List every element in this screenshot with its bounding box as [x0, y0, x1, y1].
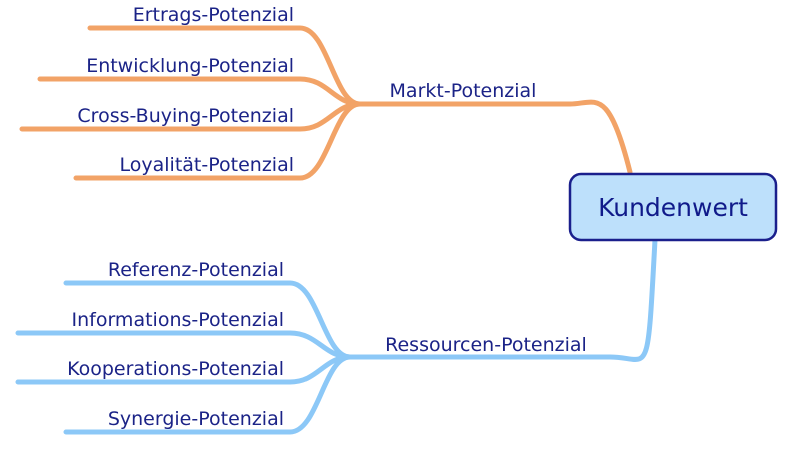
connector-lines [15, 25, 658, 435]
node-label-loyalitaet: Loyalität-Potenzial [120, 154, 294, 176]
node-label-entwicklung: Entwicklung-Potenzial [86, 55, 294, 77]
node-label-ertrags: Ertrags-Potenzial [133, 4, 294, 26]
child-connector-loyalitaet [73, 101, 363, 181]
node-label-kooperations: Kooperations-Potenzial [67, 358, 284, 380]
child-connector-entwicklung [37, 76, 363, 107]
branch-connector-ressourcen [347, 237, 658, 362]
child-connector-informations [15, 330, 353, 360]
child-connector-synergie [63, 354, 353, 435]
root-node-box [568, 172, 778, 242]
branch-connector-markt [357, 99, 633, 175]
branch-label-markt: Markt-Potenzial [390, 80, 537, 102]
root-node: Kundenwert [568, 172, 778, 242]
node-label-cross-buying: Cross-Buying-Potenzial [77, 105, 294, 127]
branch-label-ressourcen: Ressourcen-Potenzial [385, 334, 587, 356]
node-label-referenz: Referenz-Potenzial [108, 259, 284, 281]
node-label-synergie: Synergie-Potenzial [108, 408, 284, 430]
node-label-informations: Informations-Potenzial [72, 309, 285, 331]
node-labels: Ertrags-PotenzialEntwicklung-PotenzialCr… [67, 4, 587, 430]
root-node-label: Kundenwert [598, 193, 748, 222]
